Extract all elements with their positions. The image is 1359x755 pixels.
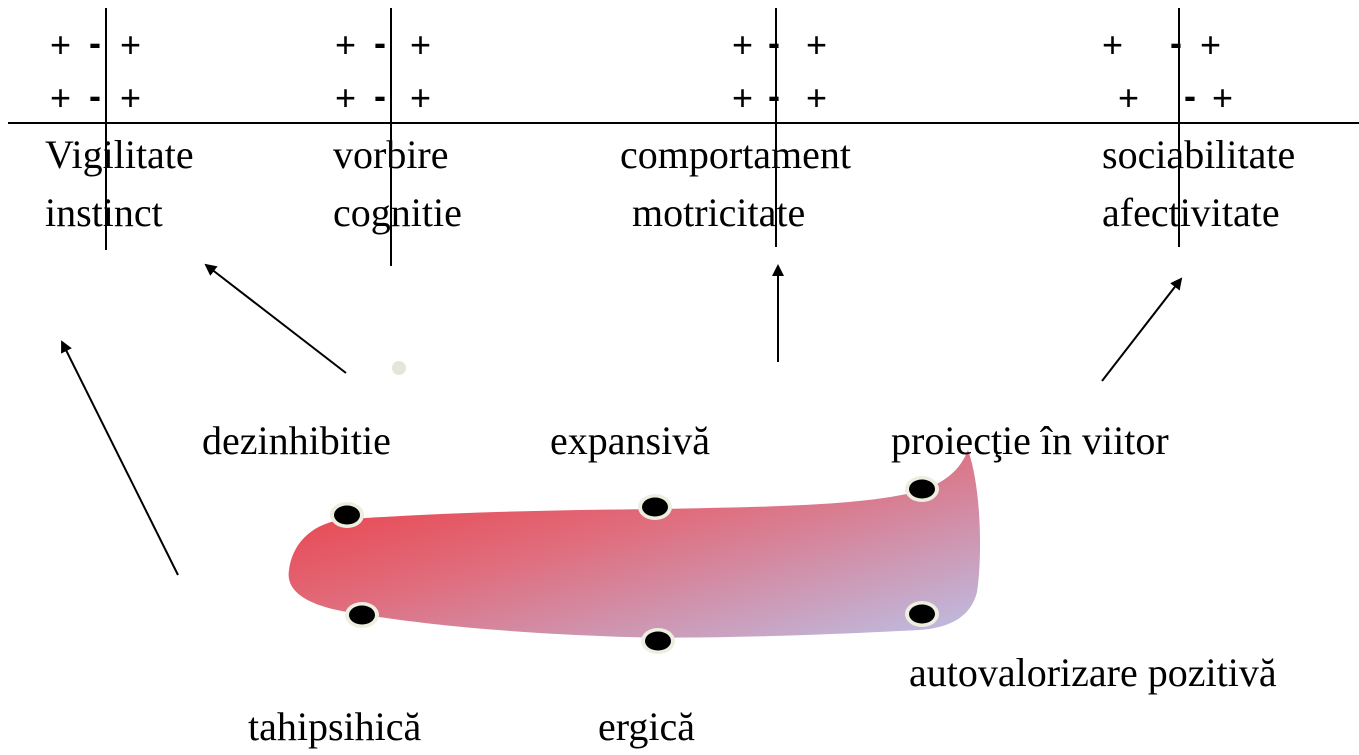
node-dot-autovalorizare — [905, 601, 939, 627]
label-proiectie: proiecţie în viitor — [891, 418, 1169, 463]
c1-row1-left: + — [50, 24, 72, 65]
c1-row2-left: + — [50, 77, 72, 118]
label-vorbire: vorbire — [333, 132, 449, 177]
label-ergica: ergică — [598, 704, 695, 749]
label-afectivitate: afectivitate — [1102, 190, 1280, 235]
c2-row1-right: + — [410, 24, 432, 65]
c1-row2-right: + — [120, 77, 142, 118]
c1-row1-right: + — [120, 24, 142, 65]
c4-row1-right: + — [1200, 24, 1222, 65]
c3-row1-right: + — [806, 24, 828, 65]
label-cognitie: cognitie — [333, 190, 462, 235]
node-dot-proiectie — [905, 476, 939, 502]
c1-row2-mid: - — [89, 75, 101, 116]
c4-row2-left: + — [1118, 77, 1140, 118]
label-instinct: instinct — [45, 190, 163, 235]
c2-row2-mid: - — [374, 75, 386, 116]
label-dezinhibitie: dezinhibitie — [202, 418, 391, 463]
c2-row2-left: + — [335, 77, 357, 118]
gradient-shape — [288, 450, 981, 638]
c3-row1-left: + — [732, 24, 754, 65]
stray-dot — [392, 361, 406, 375]
node-dot-expansiva — [638, 494, 672, 520]
label-tahipsihica: tahipsihică — [248, 704, 422, 749]
c3-row2-right: + — [806, 77, 828, 118]
label-comportament: comportament — [620, 132, 852, 177]
arrow-dezinhibitie-to-instinct — [204, 263, 347, 374]
c1-row1-mid: - — [89, 22, 101, 63]
c4-row1-mid: - — [1170, 22, 1182, 63]
label-vigilitate: Vigilitate — [45, 132, 194, 177]
label-sociabilitate: sociabilitate — [1102, 132, 1296, 177]
node-dot-ergica — [641, 628, 675, 654]
c4-row1-left: + — [1102, 24, 1124, 65]
c3-row2-left: + — [732, 77, 754, 118]
label-autovalorizare: autovalorizare pozitivă — [909, 650, 1277, 695]
node-dot-tahipsihica — [345, 602, 379, 628]
node-dot-dezinhibitie — [330, 502, 364, 528]
c2-row1-mid: - — [374, 22, 386, 63]
c3-row1-mid: - — [768, 22, 780, 63]
c3-row2-mid: - — [768, 75, 780, 116]
arrow-to-vigilitate — [61, 340, 179, 576]
arrow-proiectie-to-afectivitate — [1101, 277, 1183, 382]
label-expansiva: expansivă — [550, 418, 710, 463]
c2-row1-left: + — [335, 24, 357, 65]
label-motricitate: motricitate — [632, 190, 806, 235]
c2-row2-right: + — [410, 77, 432, 118]
c4-row2-right: + — [1212, 77, 1234, 118]
c4-row2-mid: - — [1184, 75, 1196, 116]
